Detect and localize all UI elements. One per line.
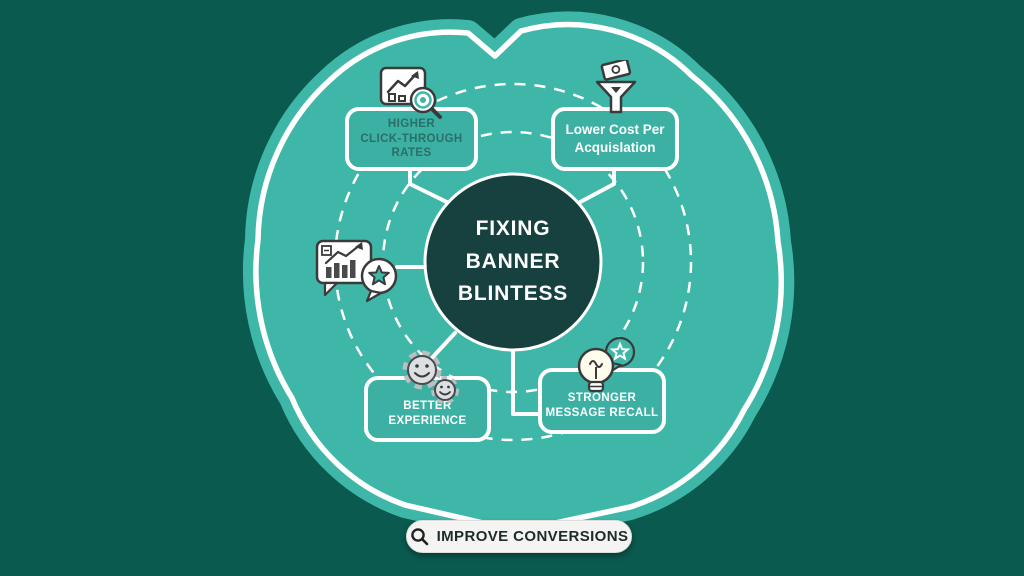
cta-button[interactable]: IMPROVE CONVERSIONS (406, 520, 632, 553)
connector-top-left (408, 168, 461, 210)
node-lower-cost-per-acquisition: Lower Cost Per Acquislation (551, 107, 679, 171)
lightbulb (577, 347, 615, 393)
connector-bottom-right (511, 346, 542, 416)
dashed-orbit-outer (333, 82, 693, 442)
search-icon (410, 528, 428, 546)
cta-label: IMPROVE CONVERSIONS (436, 528, 629, 545)
money-funnel-icon (595, 60, 637, 114)
big-gear (402, 350, 442, 390)
center-title-wrap: FIXING BANNER BLINTESS (428, 196, 598, 328)
center-title: FIXING BANNER BLINTESS (457, 217, 569, 306)
node-higher-click-through-rates: HIGHER CLICK-THROUGH RATES (345, 107, 478, 171)
center-circle (423, 172, 603, 352)
node-label: HIGHER CLICK-THROUGH RATES (360, 117, 463, 160)
gears-smiley-icon (402, 350, 459, 404)
small-gear (431, 376, 459, 404)
connector-top-right (567, 168, 616, 210)
chart-magnifier-icon (379, 66, 442, 119)
node-label: BETTER EXPERIENCE (388, 400, 467, 428)
analytics-star-bubble-icon (315, 239, 398, 303)
node-label: STRONGER MESSAGE RECALL (545, 392, 659, 420)
node-label: Lower Cost Per Acquislation (565, 122, 665, 155)
star-speech-bubble (360, 257, 398, 303)
bulb-star-bubble-icon (577, 336, 636, 393)
